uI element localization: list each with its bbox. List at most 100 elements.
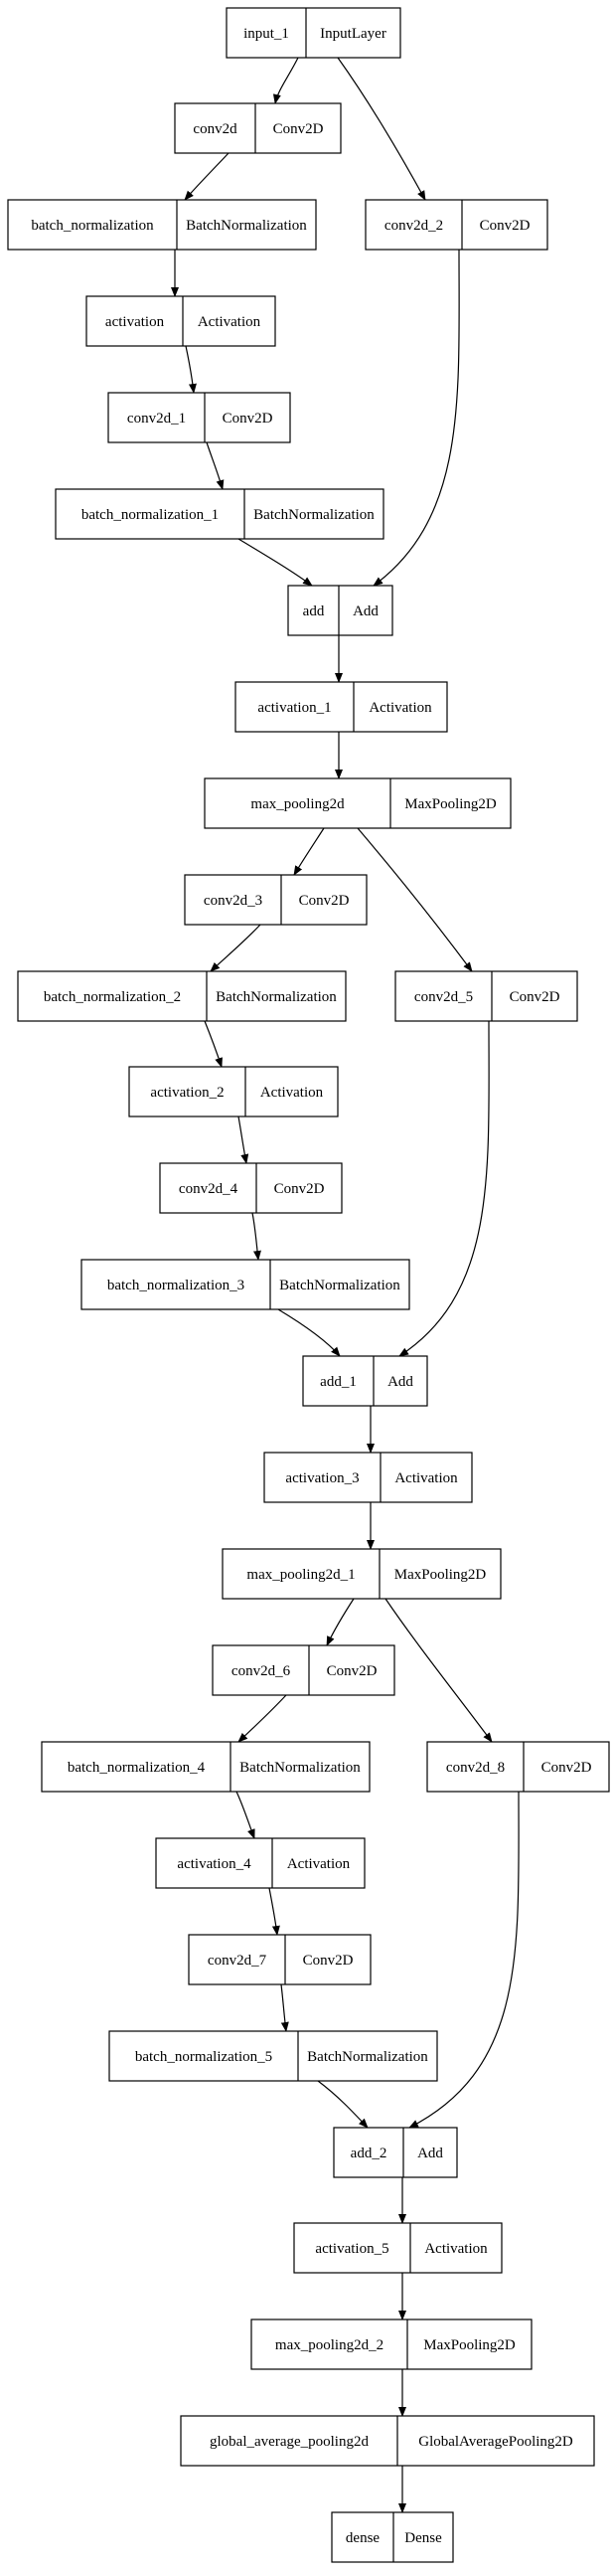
layer-type: BatchNormalization xyxy=(253,507,375,523)
layer-name: conv2d_2 xyxy=(384,218,443,234)
layer-node-conv2d_7: conv2d_7 Conv2D xyxy=(188,1934,372,1985)
layer-type: Conv2D xyxy=(299,893,350,909)
layer-name: conv2d_6 xyxy=(231,1663,291,1679)
edge-n1-to-n3 xyxy=(184,152,230,201)
node-box xyxy=(17,970,347,1022)
edges-layer xyxy=(171,57,520,2513)
layer-name: batch_normalization_5 xyxy=(135,2049,272,2065)
layer-node-conv2d_5: conv2d_5 Conv2D xyxy=(394,970,578,1022)
layer-name: conv2d_8 xyxy=(446,1760,505,1776)
node-box xyxy=(426,1741,610,1793)
edge-n21-to-n25 xyxy=(408,1791,520,2129)
layer-type: Activation xyxy=(424,2241,488,2257)
layer-node-batch_normalization_2: batch_normalization_2 BatchNormalization xyxy=(17,970,347,1022)
layer-type: Conv2D xyxy=(273,121,324,137)
node-box xyxy=(234,681,448,733)
layer-type: Conv2D xyxy=(510,989,560,1005)
layer-name: batch_normalization_3 xyxy=(107,1278,244,1293)
layer-type: Activation xyxy=(394,1470,458,1486)
layer-type: Add xyxy=(417,2146,443,2161)
node-box xyxy=(55,488,384,540)
node-box xyxy=(184,874,368,926)
edge-n4-to-n5 xyxy=(185,345,197,394)
layer-type: MaxPooling2D xyxy=(404,796,497,812)
node-box xyxy=(212,1644,395,1696)
layer-name: global_average_pooling2d xyxy=(210,2434,369,2450)
node-box xyxy=(159,1162,343,1214)
node-box xyxy=(226,7,401,59)
edge-n14-to-n15 xyxy=(251,1212,261,1261)
layer-type: Dense xyxy=(404,2530,442,2546)
node-box xyxy=(108,2030,438,2082)
edge-n5-to-n6 xyxy=(206,441,225,490)
node-box xyxy=(107,392,291,443)
node-box xyxy=(250,2318,533,2370)
layer-name: activation_2 xyxy=(150,1085,224,1101)
layer-type: Activation xyxy=(287,1856,351,1872)
node-box xyxy=(174,102,342,154)
node-box xyxy=(333,2127,458,2178)
edge-n0-to-n2 xyxy=(337,57,426,201)
edge-n19-to-n20 xyxy=(237,1694,287,1743)
layer-name: conv2d_4 xyxy=(179,1181,238,1197)
layer-node-activation_3: activation_3 Activation xyxy=(263,1452,473,1503)
layer-node-batch_normalization_5: batch_normalization_5 BatchNormalization xyxy=(108,2030,438,2082)
node-box xyxy=(7,199,317,251)
layer-type: BatchNormalization xyxy=(307,2049,428,2065)
node-box xyxy=(287,585,393,636)
edge-n18-to-n21 xyxy=(384,1598,493,1743)
layer-type: BatchNormalization xyxy=(216,989,337,1005)
edge-n9-to-n12 xyxy=(357,827,473,972)
edge-n9-to-n10 xyxy=(293,827,325,876)
node-box xyxy=(41,1741,371,1793)
layer-node-add_2: add_2 Add xyxy=(333,2127,458,2178)
layer-name: activation_3 xyxy=(285,1470,359,1486)
layer-name: batch_normalization_2 xyxy=(44,989,181,1005)
layer-type: Activation xyxy=(369,700,432,716)
layer-node-activation_2: activation_2 Activation xyxy=(128,1066,339,1117)
layer-type: Conv2D xyxy=(223,411,273,427)
layer-name: max_pooling2d_1 xyxy=(246,1567,355,1583)
layer-name: batch_normalization_1 xyxy=(81,507,219,523)
layer-node-max_pooling2d: max_pooling2d MaxPooling2D xyxy=(204,777,512,829)
layer-type: Conv2D xyxy=(303,1953,354,1969)
node-box xyxy=(155,1837,366,1889)
edge-n22-to-n23 xyxy=(268,1887,280,1936)
layer-name: add xyxy=(303,603,325,619)
node-box xyxy=(302,1355,428,1407)
edge-n24-to-n25 xyxy=(317,2080,369,2129)
layer-name: conv2d_7 xyxy=(208,1953,267,1969)
edge-n0-to-n1 xyxy=(272,57,299,104)
node-box xyxy=(263,1452,473,1503)
node-box xyxy=(331,2511,454,2563)
layer-name: max_pooling2d xyxy=(250,796,345,812)
layer-type: Activation xyxy=(260,1085,324,1101)
layer-name: batch_normalization xyxy=(31,218,154,234)
layer-name: dense xyxy=(346,2530,380,2546)
layer-name: add_2 xyxy=(351,2146,387,2161)
layer-name: activation xyxy=(105,314,165,330)
layer-type: MaxPooling2D xyxy=(423,2337,516,2353)
node-box xyxy=(188,1934,372,1985)
node-box xyxy=(80,1259,410,1310)
edge-n13-to-n14 xyxy=(237,1116,249,1164)
layer-name: conv2d_5 xyxy=(414,989,473,1005)
layer-node-batch_normalization_1: batch_normalization_1 BatchNormalization xyxy=(55,488,384,540)
layer-name: conv2d xyxy=(193,121,237,137)
layer-name: activation_1 xyxy=(257,700,331,716)
node-box xyxy=(394,970,578,1022)
layer-type: Add xyxy=(387,1374,413,1390)
